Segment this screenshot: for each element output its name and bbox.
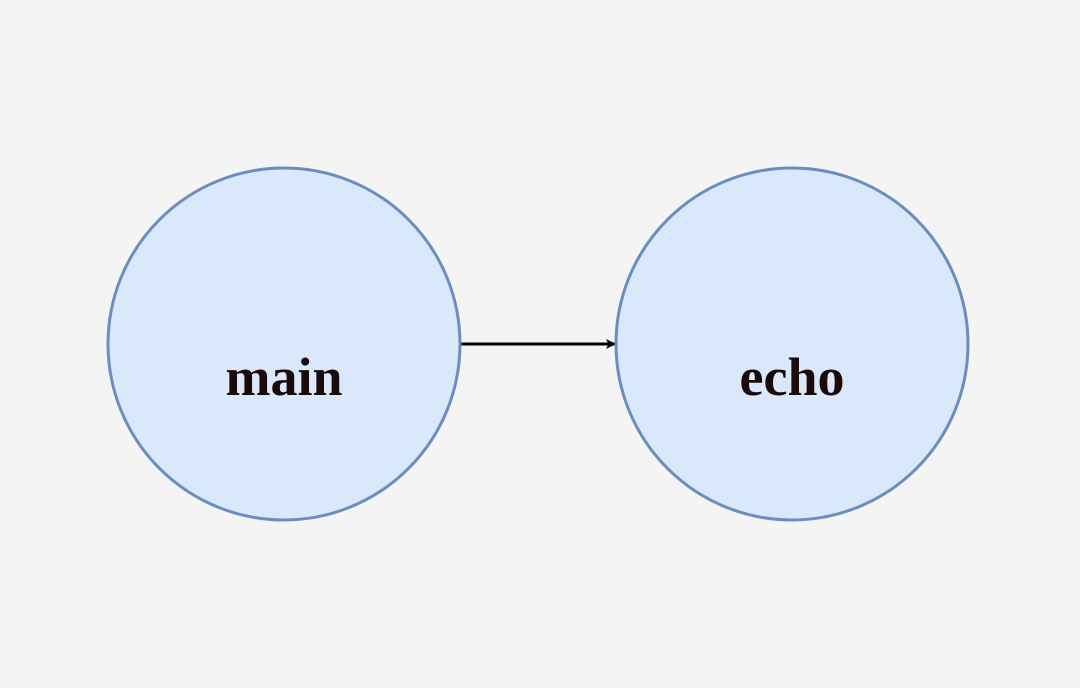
node-main-circle: [106, 166, 462, 522]
node-main: main: [106, 166, 462, 522]
node-echo-circle: [614, 166, 970, 522]
node-echo-label: echo: [740, 347, 845, 407]
node-main-label: main: [225, 347, 342, 407]
node-echo: echo: [614, 166, 970, 522]
